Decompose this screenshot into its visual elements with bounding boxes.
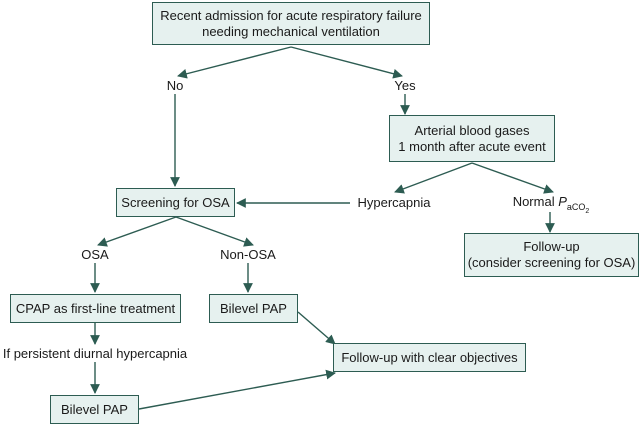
edge-screening-nonosa <box>175 216 254 247</box>
label-normal: Normal <box>512 194 555 209</box>
node-admission-line1: Recent admission for acute respiratory f… <box>160 7 422 23</box>
node-cpap: CPAP as first-line treatment <box>10 294 181 323</box>
paco2-p: P <box>558 194 567 209</box>
label-hypercapnia: Hypercapnia <box>357 195 431 210</box>
node-blood-gases: Arterial blood gases 1 month after acute… <box>389 115 555 162</box>
edge-bilevel2-followup <box>138 369 336 410</box>
node-followup-clear-label: Follow-up with clear objectives <box>341 349 518 365</box>
node-screening: Screening for OSA <box>116 188 235 217</box>
node-followup-screen: Follow-up (consider screening for OSA) <box>464 233 639 277</box>
node-cpap-label: CPAP as first-line treatment <box>15 300 176 316</box>
edge-bilevel-followup <box>297 311 336 345</box>
label-osa: OSA <box>81 247 109 262</box>
paco2-co: CO <box>571 201 586 212</box>
node-blood-gases-line2: 1 month after acute event <box>398 138 546 154</box>
node-bilevel-nonosa: Bilevel PAP <box>209 294 298 323</box>
node-screening-label: Screening for OSA <box>121 194 230 210</box>
node-followup-screen-line2: (consider screening for OSA) <box>467 255 636 270</box>
paco2-2: 2 <box>585 207 590 215</box>
node-bilevel-persist-label: Bilevel PAP <box>61 401 128 417</box>
node-blood-gases-line1: Arterial blood gases <box>414 122 530 138</box>
node-bilevel-nonosa-label: Bilevel PAP <box>220 300 287 316</box>
label-non-osa: Non-OSA <box>220 247 276 262</box>
edge-admission-yes <box>290 46 403 79</box>
paco2-a: a <box>566 201 572 212</box>
node-admission-line2: needing mechanical ventilation <box>202 23 380 39</box>
label-no: No <box>166 78 184 93</box>
node-bilevel-persist: Bilevel PAP <box>50 395 139 424</box>
label-persistent: If persistent diurnal hypercapnia <box>2 346 188 361</box>
node-followup-screen-line1: Follow-up <box>523 239 580 254</box>
edge-bloodgases-hypercapnia <box>394 162 473 194</box>
edge-admission-no <box>177 46 292 79</box>
label-yes: Yes <box>394 78 416 93</box>
edge-bloodgases-normal <box>471 162 554 194</box>
node-followup-clear: Follow-up with clear objectives <box>333 343 526 372</box>
node-admission: Recent admission for acute respiratory f… <box>152 2 430 45</box>
edge-screening-osa <box>97 216 177 247</box>
label-normal-paco2: Normal PaCO2 <box>506 194 596 219</box>
